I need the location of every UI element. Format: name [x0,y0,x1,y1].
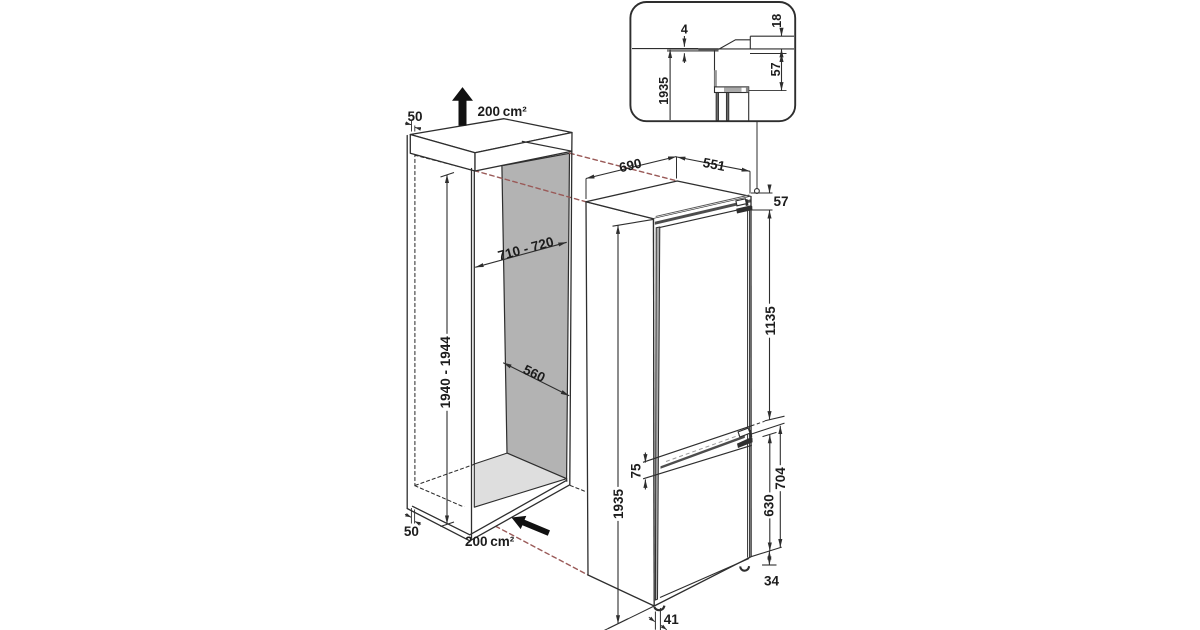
svg-text:1940 - 1944: 1940 - 1944 [438,336,453,409]
svg-text:690: 690 [618,156,643,176]
svg-text:200 cm²: 200 cm² [478,104,528,119]
svg-text:1135: 1135 [763,306,778,336]
svg-text:704: 704 [773,467,788,490]
svg-text:200 cm²: 200 cm² [465,534,515,549]
svg-text:75: 75 [629,463,644,479]
svg-text:1935: 1935 [657,77,671,105]
svg-text:630: 630 [762,494,777,517]
svg-text:57: 57 [769,62,783,76]
svg-text:34: 34 [764,574,780,589]
svg-text:57: 57 [774,194,789,209]
svg-text:50: 50 [408,109,423,124]
svg-text:41: 41 [664,612,680,627]
svg-text:1935: 1935 [611,488,626,519]
svg-text:18: 18 [770,14,784,28]
svg-text:551: 551 [702,155,727,174]
svg-text:4: 4 [681,23,688,37]
svg-text:50: 50 [404,524,419,539]
